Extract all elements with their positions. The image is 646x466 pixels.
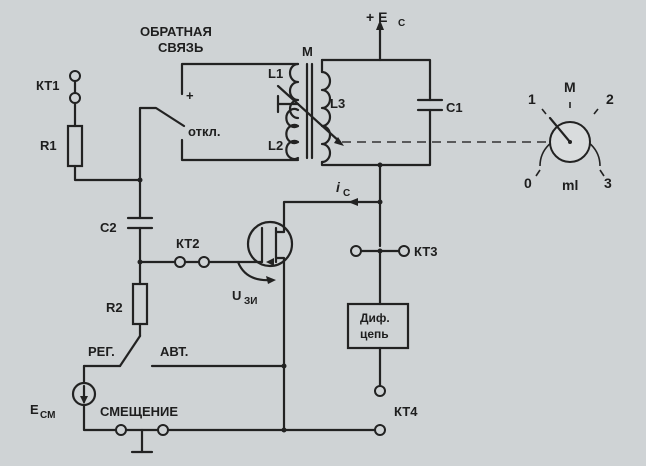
- transformer-core: [305, 62, 314, 160]
- ic-sub: C: [343, 188, 350, 199]
- kt1-label: КТ1: [36, 78, 59, 93]
- dial-label-1: 1: [528, 91, 536, 107]
- dial-label-3: 3: [604, 175, 612, 191]
- esm-sub: СМ: [40, 410, 55, 421]
- r1-label: R1: [40, 138, 57, 153]
- supply-node: + E C: [366, 9, 405, 62]
- bias-label: СМЕЩЕНИЕ: [100, 404, 178, 419]
- supply-sub: C: [398, 18, 405, 29]
- feedback-label-2: СВЯЗЬ: [158, 40, 203, 55]
- l1-label: L1: [268, 66, 283, 81]
- tank-circuit: C1 L3: [320, 58, 463, 167]
- uzi-sub: ЗИ: [244, 296, 257, 307]
- kt4-terminal[interactable]: [374, 424, 386, 436]
- feedback-switch[interactable]: [138, 106, 186, 182]
- resistor-r1: [66, 101, 142, 182]
- dial-label-0: 0: [524, 175, 532, 191]
- bias-source: [71, 364, 118, 432]
- kt4-upper-terminal[interactable]: [374, 385, 386, 397]
- c1-label: C1: [446, 100, 463, 115]
- coil-l1: [288, 62, 300, 120]
- dial-unit: ml: [562, 177, 578, 193]
- off-label: откл.: [188, 124, 221, 139]
- reg-label: РЕГ.: [88, 344, 115, 359]
- dif-label-2: цепь: [360, 327, 389, 341]
- avt-label: АВТ.: [160, 344, 188, 359]
- supply-label: + E: [366, 9, 387, 25]
- coil-l3: [320, 70, 382, 167]
- differentiator-block: [346, 302, 410, 350]
- capacitor-c2: [126, 178, 154, 286]
- kt2-terminal[interactable]: [138, 256, 264, 268]
- ground-symbol: [130, 428, 154, 454]
- kt3-label: КТ3: [414, 244, 437, 259]
- resistor-r2: [131, 282, 149, 338]
- center-tap: [276, 94, 300, 114]
- capacitor-c1: [378, 88, 444, 167]
- l2-label: L2: [268, 138, 283, 153]
- dif-label-1: Диф.: [360, 311, 390, 325]
- feedback-leads: [180, 62, 300, 162]
- kt1-terminal[interactable]: [69, 70, 81, 104]
- feedback-label-1: ОБРАТНАЯ: [140, 24, 212, 39]
- variable-coupling-arrow: [276, 84, 344, 146]
- dial-label-2: 2: [606, 91, 614, 107]
- minus-label: _: [185, 146, 194, 161]
- r2-label: R2: [106, 300, 123, 315]
- coil-l2: [285, 107, 300, 161]
- transformer-m-label: M: [302, 44, 313, 59]
- ic-label: i: [336, 179, 341, 195]
- kt2-label: КТ2: [176, 236, 199, 251]
- voltage-arrow: [236, 260, 276, 284]
- kt4-label: КТ4: [394, 404, 418, 419]
- plus-label: +: [186, 88, 194, 103]
- drain-current-arrow: [348, 198, 358, 206]
- fet-transistor: [246, 200, 382, 432]
- uzi-label: U: [232, 288, 241, 303]
- mode-switch[interactable]: [82, 334, 286, 368]
- coupling-dial[interactable]: [535, 102, 605, 177]
- l3-label: L3: [330, 96, 345, 111]
- esm-label: E: [30, 402, 39, 417]
- dial-label-m: M: [564, 79, 576, 95]
- c2-label: C2: [100, 220, 117, 235]
- bias-terminals[interactable]: [115, 424, 377, 436]
